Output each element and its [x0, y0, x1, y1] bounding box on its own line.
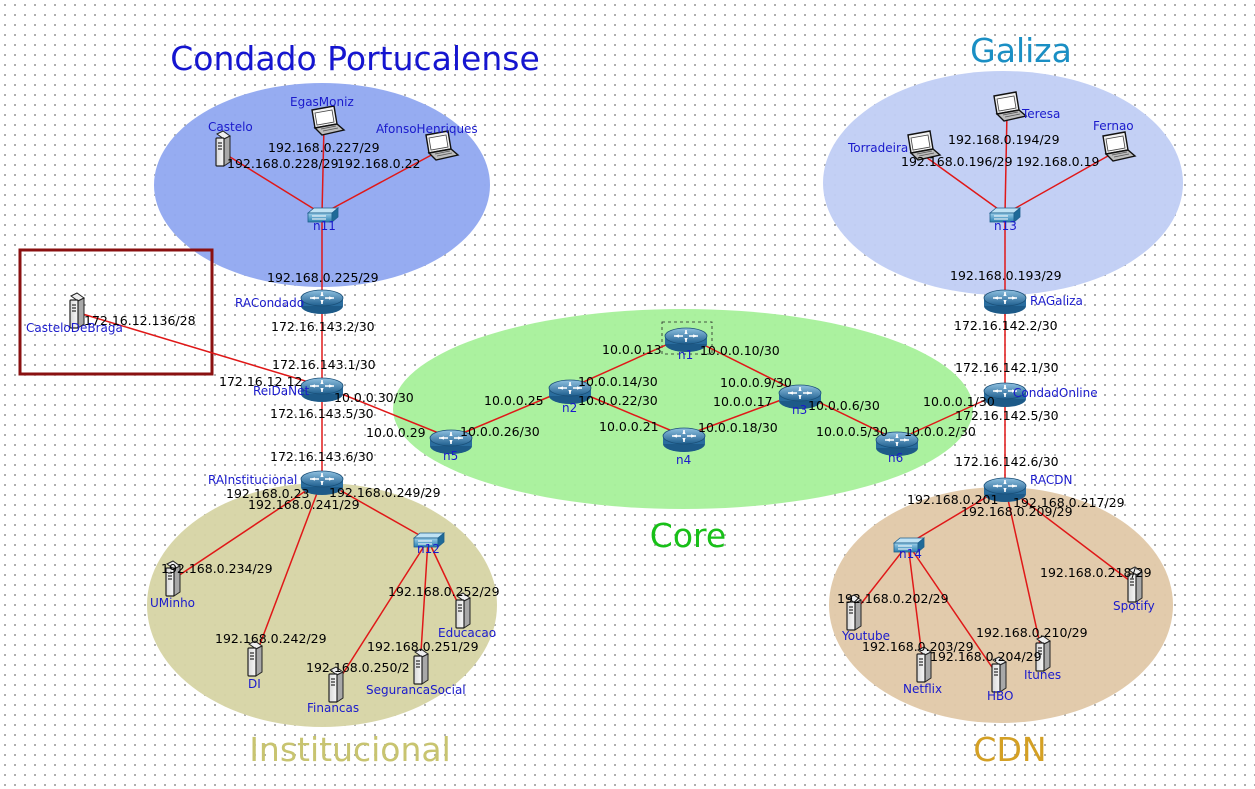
- n3-left-ip: 10.0.0.17: [713, 394, 773, 409]
- n4-right-ip: 10.0.0.18/30: [698, 420, 778, 435]
- reidanet-up-ip: 172.16.143.1/30: [272, 357, 376, 372]
- n1-right-ip: 10.0.0.10/30: [700, 343, 780, 358]
- n6-left-ip: 10.0.0.5/30: [816, 424, 888, 439]
- n4-label: n4: [676, 453, 691, 467]
- institucional-area-title: Institucional: [249, 730, 451, 769]
- n1-selection-box: [661, 321, 713, 355]
- n11-label: n11: [313, 219, 336, 233]
- itunes-ip: 192.168.0.210/29: [976, 625, 1088, 640]
- fernao-ip: 192.168.0.19: [1016, 154, 1100, 169]
- rainst-b-ip: 192.168.0.249/29: [329, 485, 441, 500]
- afonsohenriques-ip: 192.168.0.22: [337, 156, 421, 171]
- ragaliza-label: RAGaliza: [1030, 294, 1083, 308]
- galiza-area-title: Galiza: [970, 31, 1072, 70]
- node-labels: Castelo EgasMoniz AfonsoHenriques n11 RA…: [26, 95, 1155, 715]
- rainstitucional-label: RAInstitucional: [208, 473, 297, 487]
- castelo-label: Castelo: [208, 120, 253, 134]
- racdn-c-ip: 192.168.0.209/29: [961, 504, 1073, 519]
- hbo-ip: 192.168.0.204/29: [930, 649, 1042, 664]
- castelodebraga-label: CasteloDeBraga: [26, 321, 123, 335]
- rainst-a-ip: 192.168.0.23: [226, 486, 310, 501]
- institucional-area: [147, 483, 497, 727]
- core-area: [393, 309, 973, 509]
- reidanet-core-ip: 10.0.0.30/30: [334, 390, 414, 405]
- n3-top-ip: 10.0.0.9/30: [720, 375, 792, 390]
- rainst-up-ip: 172.16.143.6/30: [270, 449, 374, 464]
- itunes-label: Itunes: [1024, 668, 1061, 682]
- afonsohenriques-label: AfonsoHenriques: [376, 122, 478, 136]
- n1-left-ip: 10.0.0.13: [602, 342, 662, 357]
- n2-top-ip: 10.0.0.14/30: [578, 374, 658, 389]
- segurancasocial-label: SegurancaSocial: [366, 683, 466, 697]
- galiza-area: [823, 71, 1183, 295]
- ragaliza-router-icon[interactable]: [983, 289, 1027, 315]
- spotify-ip: 192.168.0.218/29: [1040, 565, 1152, 580]
- egasmoniz-label: EgasMoniz: [290, 95, 354, 109]
- n5-left-ip: 10.0.0.29: [366, 425, 426, 440]
- youtube-ip: 192.168.0.202/29: [837, 591, 949, 606]
- hbo-label: HBO: [987, 689, 1014, 703]
- reidanet-down-ip: 172.16.143.5/30: [270, 406, 374, 421]
- youtube-label: Youtube: [841, 629, 890, 643]
- castelodebraga-ip: 172.16.12.136/28: [84, 313, 196, 328]
- reidanet-label: ReiDaNet: [253, 384, 309, 398]
- racdn-label: RACDN: [1030, 473, 1072, 487]
- netflix-ip: 192.168.0.203/29: [862, 639, 974, 654]
- n4-left-ip: 10.0.0.21: [599, 419, 659, 434]
- racdn-b-ip: 192.168.0.217/29: [1013, 495, 1125, 510]
- spotify-label: Spotify: [1113, 599, 1155, 613]
- n6-label: n6: [888, 451, 903, 465]
- links: [75, 111, 1135, 687]
- cdn-area-title: CDN: [973, 730, 1046, 769]
- racondado-label: RACondado: [235, 296, 304, 310]
- di-ip: 192.168.0.242/29: [215, 631, 327, 646]
- racdn-up-ip: 172.16.142.6/30: [955, 454, 1059, 469]
- racondado-router-icon[interactable]: [300, 289, 344, 315]
- n12-label: n12: [417, 542, 440, 556]
- torradeira-ip: 192.168.0.196/29: [901, 154, 1013, 169]
- racondado-wan-ip: 172.16.143.2/30: [271, 319, 375, 334]
- n2-bottom-ip: 10.0.0.22/30: [578, 393, 658, 408]
- condado-area-title: Condado Portucalense: [170, 39, 540, 78]
- ragaliza-lan-ip: 192.168.0.193/29: [950, 268, 1062, 283]
- financas-label: Financas: [307, 701, 359, 715]
- di-label: DI: [248, 677, 261, 691]
- egasmoniz-ip: 192.168.0.227/29: [268, 140, 380, 155]
- reidanet-left-ip: 172.16.12.12: [219, 374, 303, 389]
- racondado-lan-ip: 192.168.0.225/29: [267, 270, 379, 285]
- condadonline-up-ip: 172.16.142.1/30: [955, 360, 1059, 375]
- selection-box: [18, 248, 214, 376]
- fernao-label: Fernao: [1093, 119, 1134, 133]
- segurancasocial-ip: 192.168.0.251/29: [367, 639, 479, 654]
- n5-right-ip: 10.0.0.26/30: [460, 424, 540, 439]
- n13-label: n13: [994, 219, 1017, 233]
- castelo-ip: 192.168.0.228/29: [227, 156, 339, 171]
- uminho-ip: 192.168.0.234/29: [161, 561, 273, 576]
- uminho-label: UMinho: [150, 596, 195, 610]
- torradeira-label: Torradeira: [847, 141, 908, 155]
- educacao-ip: 192.168.0.252/29: [388, 584, 500, 599]
- n6-right-ip: 10.0.0.2/30: [904, 424, 976, 439]
- ragaliza-wan-ip: 172.16.142.2/30: [954, 318, 1058, 333]
- rainst-c-ip: 192.168.0.241/29: [248, 497, 360, 512]
- core-area-title: Core: [650, 516, 726, 555]
- n14-label: n14: [899, 547, 922, 561]
- n1-label: n1: [678, 348, 693, 362]
- n3-label: n3: [792, 403, 807, 417]
- netflix-label: Netflix: [903, 682, 942, 696]
- financas-ip: 192.168.0.250/2: [306, 660, 410, 675]
- condadonline-left-ip: 10.0.0.1/30: [923, 394, 995, 409]
- n5-label: n5: [443, 449, 458, 463]
- condadonline-down-ip: 172.16.142.5/30: [955, 408, 1059, 423]
- teresa-ip: 192.168.0.194/29: [948, 132, 1060, 147]
- racdn-a-ip: 192.168.0.201: [907, 492, 998, 507]
- n3-right-ip: 10.0.0.6/30: [808, 398, 880, 413]
- teresa-label: Teresa: [1021, 107, 1060, 121]
- ip-labels: 192.168.0.228/29 192.168.0.227/29 192.16…: [84, 132, 1152, 675]
- condadonline-label: CondadOnline: [1013, 386, 1098, 400]
- n2-left-ip: 10.0.0.25: [484, 393, 544, 408]
- educacao-label: Educacao: [438, 626, 496, 640]
- n2-label: n2: [562, 401, 577, 415]
